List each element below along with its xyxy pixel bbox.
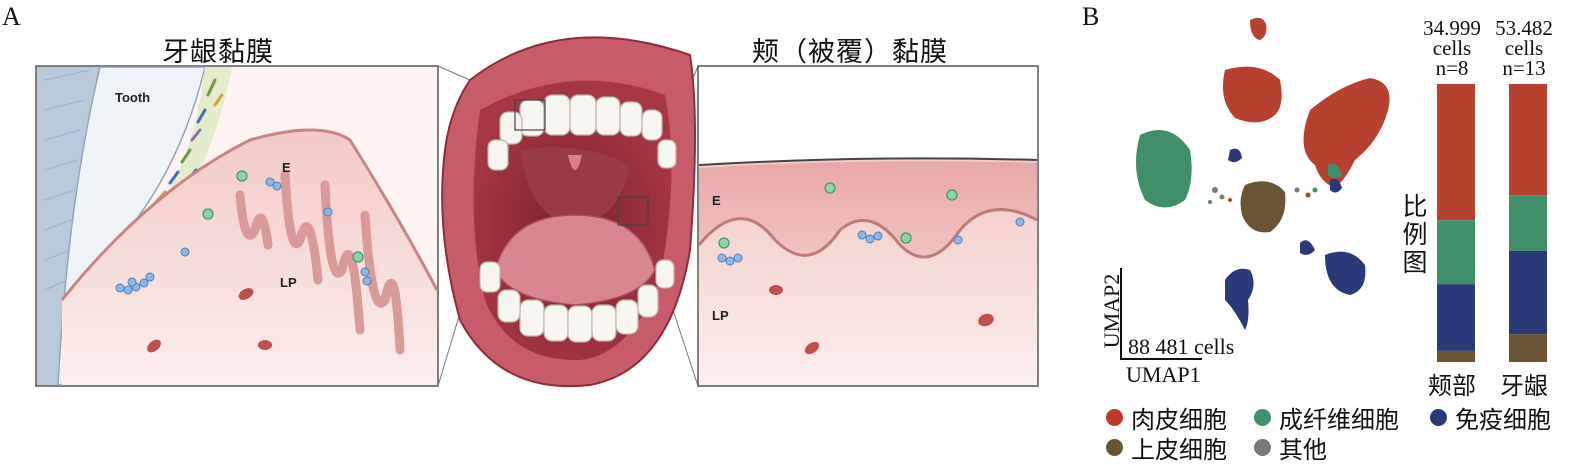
umap-scatter-plot [1136, 17, 1390, 330]
buccal-epithelium-label: E [712, 193, 721, 208]
bar-header-buccal: 34.999 cells n=8 [1417, 16, 1487, 80]
proportion-axis-label: 比 例 图 [1402, 193, 1428, 277]
legend-item-endothelial: 肉皮细胞 [1106, 400, 1227, 435]
legend-dot-immune [1430, 409, 1447, 426]
umap2-axis-label: UMAP2 [1099, 273, 1124, 349]
legend-item-immune: 免疫细胞 [1430, 400, 1551, 435]
legend-item-fibroblast: 成纤维细胞 [1254, 400, 1399, 435]
proportion-char-2: 例 [1402, 220, 1428, 249]
gingival-mucosa-title: 牙龈黏膜 [162, 37, 274, 68]
bar-segment-1-0 [1509, 84, 1547, 196]
legend-label-epithelial: 上皮细胞 [1131, 436, 1227, 464]
gingival-lp-label: LP [280, 275, 297, 290]
legend-label-fibroblast: 成纤维细胞 [1279, 406, 1399, 434]
bar-segment-0-3 [1437, 350, 1475, 362]
legend-label-immune: 免疫细胞 [1455, 406, 1551, 434]
legend-item-epithelial: 上皮细胞 [1106, 430, 1227, 465]
proportion-stacked-bar-chart [1437, 84, 1547, 362]
legend-dot-fibroblast [1254, 409, 1271, 426]
open-mouth-illustration [441, 36, 696, 388]
legend-dot-endothelial [1106, 409, 1123, 426]
bar-segment-1-1 [1509, 195, 1547, 251]
buccal-mucosa-title: 颊（被覆）黏膜 [752, 37, 948, 68]
proportion-char-1: 比 [1402, 192, 1428, 221]
bar-count-gingival: 53.482 [1495, 16, 1553, 40]
bar-category-buccal: 颊部 [1428, 372, 1476, 400]
gingival-epithelium-label: E [282, 160, 291, 175]
legend-dot-epithelial [1106, 439, 1123, 456]
umap-cell-count: 88 481 cells [1128, 334, 1235, 359]
panel-b-label: B [1082, 2, 1100, 31]
oral-mucosa-illustration: Tooth E LP [35, 36, 1039, 388]
panel-a-label: A [2, 2, 21, 31]
bar-n-gingival: n=13 [1502, 56, 1546, 80]
bar-segment-0-1 [1437, 220, 1475, 285]
bar-n-buccal: n=8 [1435, 56, 1469, 80]
tooth-label: Tooth [115, 90, 150, 105]
bar-segment-0-2 [1437, 284, 1475, 351]
bar-segment-0-0 [1437, 84, 1475, 221]
bar-header-gingival: 53.482 cells n=13 [1489, 16, 1559, 80]
legend-label-other: 其他 [1279, 436, 1327, 464]
legend-label-endothelial: 肉皮细胞 [1131, 406, 1227, 434]
bar-count-buccal: 34.999 [1423, 16, 1481, 40]
buccal-lp-label: LP [712, 308, 729, 323]
bar-unit-buccal: cells [1432, 36, 1472, 60]
bar-unit-gingival: cells [1504, 36, 1544, 60]
legend-item-other: 其他 [1254, 430, 1327, 465]
bar-segment-1-2 [1509, 250, 1547, 335]
proportion-char-3: 图 [1402, 248, 1428, 277]
bar-segment-1-3 [1509, 334, 1547, 362]
buccal-inset: E LP [697, 65, 1039, 387]
bar-category-gingival: 牙龈 [1500, 372, 1548, 400]
legend-dot-other [1254, 439, 1271, 456]
umap1-axis-label: UMAP1 [1126, 362, 1201, 387]
gingival-inset: Tooth E LP [35, 65, 439, 387]
